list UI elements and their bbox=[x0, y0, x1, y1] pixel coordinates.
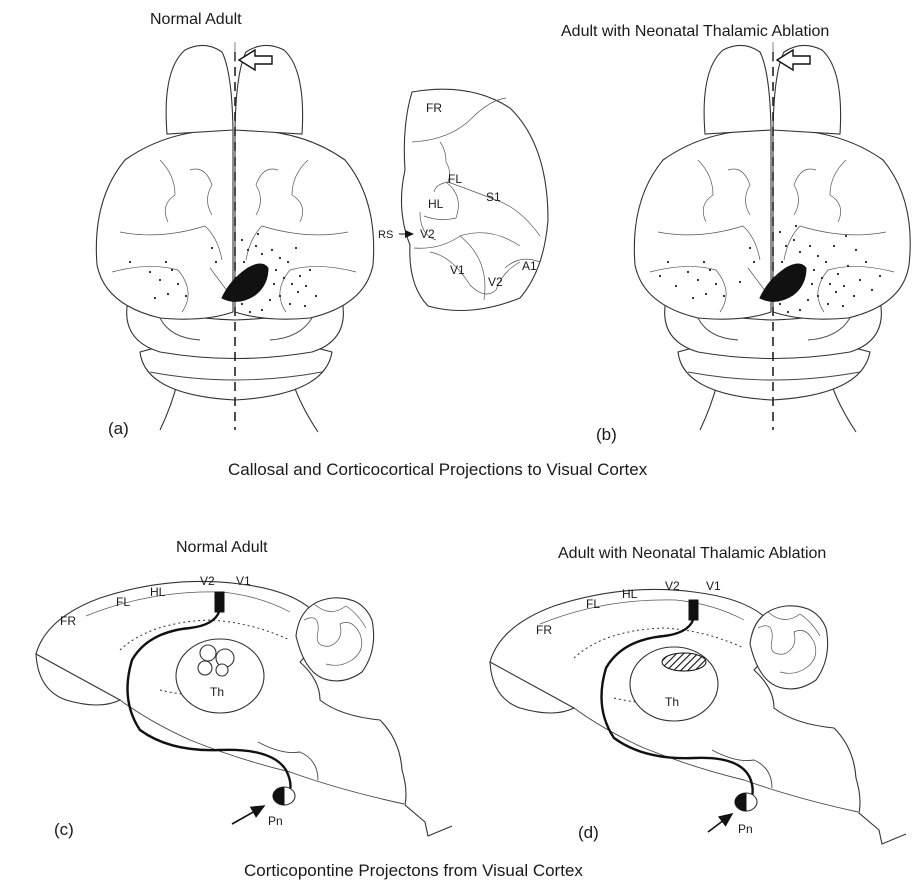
caption-top: Callosal and Corticocortical Projections… bbox=[228, 460, 648, 479]
dorsal-brain-normal bbox=[96, 42, 373, 432]
title-ablation-bottom: Adult with Neonatal Thalamic Ablation bbox=[558, 545, 826, 562]
map-label-hl: HL bbox=[428, 197, 444, 211]
thalamic-lesion-d bbox=[662, 653, 706, 671]
map-label-s1: S1 bbox=[486, 190, 501, 204]
sagittal-brain-normal bbox=[36, 581, 452, 836]
sagittal-brain-ablation bbox=[490, 589, 906, 844]
map-label-rs: RS bbox=[378, 229, 393, 241]
c-label-th: Th bbox=[210, 685, 224, 699]
title-normal-adult-top: Normal Adult bbox=[150, 11, 242, 28]
cerebellum-c bbox=[296, 598, 374, 681]
panel-label-d: (d) bbox=[578, 823, 599, 842]
caption-bottom: Corticopontine Projectons from Visual Co… bbox=[244, 861, 583, 880]
d-label-hl: HL bbox=[622, 587, 638, 601]
map-label-v2-lower: V2 bbox=[488, 275, 503, 289]
map-label-fl: FL bbox=[448, 172, 462, 186]
panel-label-b: (b) bbox=[596, 425, 617, 444]
c-label-hl: HL bbox=[150, 585, 166, 599]
panel-label-a: (a) bbox=[108, 419, 129, 438]
d-label-fl: FL bbox=[586, 597, 600, 611]
cortical-injection-c bbox=[215, 592, 224, 612]
dorsal-brain-ablation bbox=[634, 42, 910, 432]
c-label-v1: V1 bbox=[236, 574, 251, 588]
map-label-a1: A1 bbox=[522, 259, 537, 273]
d-label-fr: FR bbox=[536, 623, 552, 637]
pons-arrow-c bbox=[232, 806, 264, 824]
panel-label-c: (c) bbox=[54, 820, 74, 839]
map-label-fr: FR bbox=[426, 101, 442, 115]
pons-arrow-d bbox=[708, 814, 732, 832]
title-ablation-top: Adult with Neonatal Thalamic Ablation bbox=[561, 23, 829, 40]
c-label-pn: Pn bbox=[268, 814, 283, 828]
map-label-v1: V1 bbox=[450, 263, 465, 277]
map-label-v2-upper: V2 bbox=[420, 227, 435, 241]
cortical-injection-d bbox=[689, 600, 698, 620]
c-label-fl: FL bbox=[116, 595, 130, 609]
title-normal-adult-bottom: Normal Adult bbox=[176, 539, 268, 556]
d-label-v1: V1 bbox=[706, 579, 721, 593]
d-label-pn: Pn bbox=[738, 822, 753, 836]
c-label-v2: V2 bbox=[200, 574, 215, 588]
d-label-th: Th bbox=[665, 695, 679, 709]
d-label-v2: V2 bbox=[665, 579, 680, 593]
cortical-area-map bbox=[401, 89, 548, 310]
c-label-fr: FR bbox=[60, 614, 76, 628]
cerebellum-d bbox=[750, 606, 828, 689]
